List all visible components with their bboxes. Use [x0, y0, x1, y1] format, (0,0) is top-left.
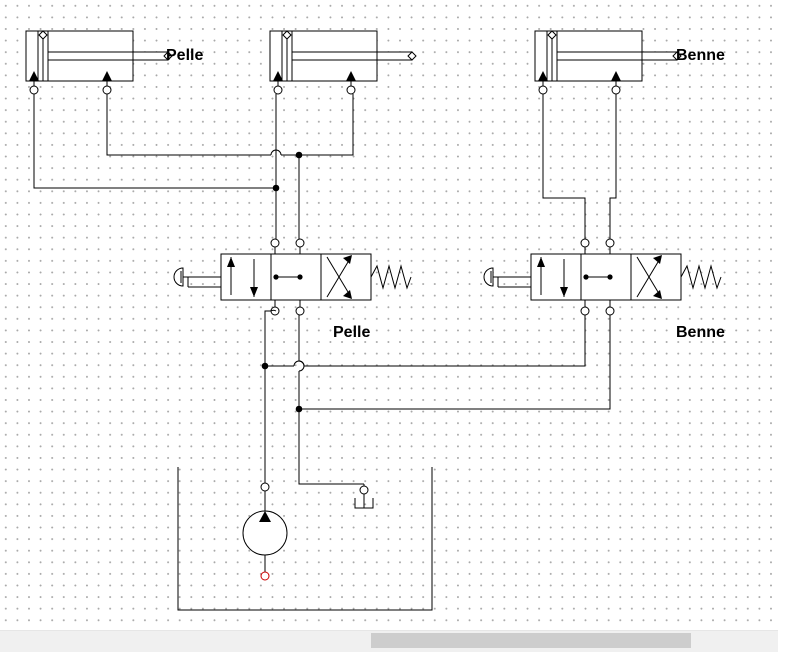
pump[interactable]: [242, 482, 288, 581]
hydraulic-lines: [33, 94, 617, 611]
right-margin: [778, 0, 800, 651]
diagram-canvas[interactable]: Pelle Benne Pelle Benne: [0, 0, 778, 630]
valve-benne[interactable]: [483, 238, 722, 316]
hydraulic-schematic: [25, 30, 722, 611]
junction-dots: [261, 151, 303, 413]
label-cylinder-pelle: Pelle: [166, 47, 204, 64]
valve-pelle[interactable]: [173, 238, 412, 316]
cylinder-benne[interactable]: [534, 30, 682, 95]
cylinder-pelle-2[interactable]: [269, 30, 417, 95]
label-valve-pelle: Pelle: [333, 324, 371, 341]
cylinder-pelle-1[interactable]: [25, 30, 173, 95]
label-cylinder-benne: Benne: [676, 47, 725, 64]
scrollbar-thumb[interactable]: [371, 633, 691, 648]
horizontal-scrollbar[interactable]: [0, 630, 778, 652]
label-valve-benne: Benne: [676, 324, 725, 341]
tank-port: [359, 485, 369, 495]
